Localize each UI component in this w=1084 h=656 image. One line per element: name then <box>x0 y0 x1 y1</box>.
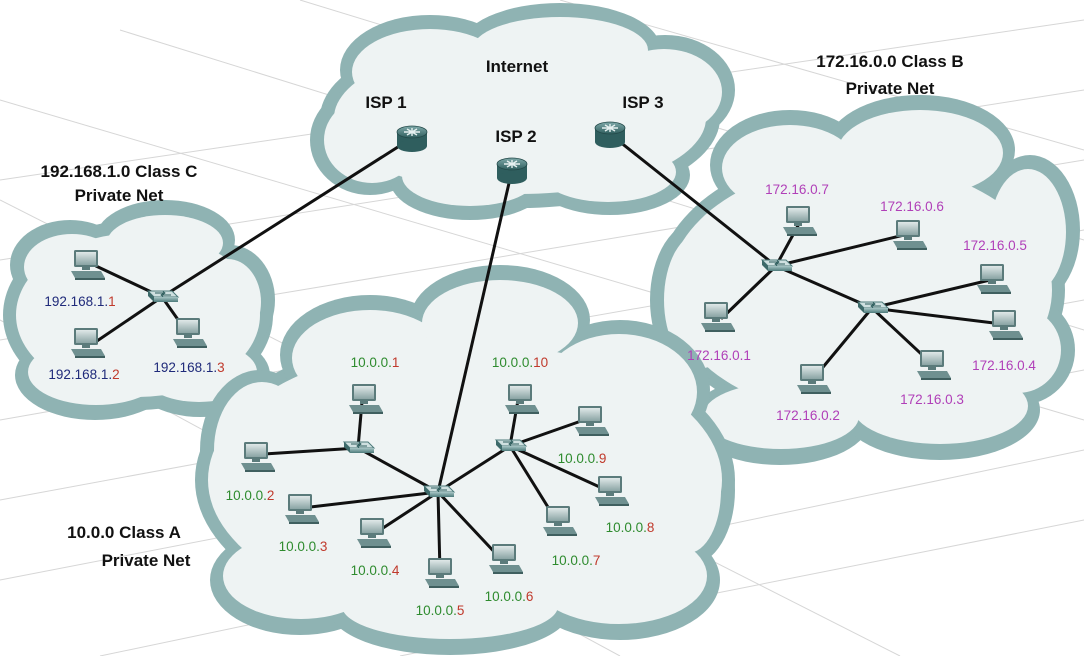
ip-label: 10.0.0.6 <box>485 589 534 604</box>
ip-label: 10.0.0.5 <box>416 603 465 618</box>
class-b-cloud <box>650 95 1080 465</box>
isp1-label: ISP 1 <box>365 93 406 112</box>
isp1-router-icon[interactable] <box>396 125 428 153</box>
ip-label: 10.0.0.9 <box>558 451 607 466</box>
ip-label: 172.16.0.7 <box>765 182 829 197</box>
isp2-router-icon[interactable] <box>496 157 528 185</box>
class-a-switch-center-icon[interactable] <box>423 485 455 498</box>
internet-label: Internet <box>486 57 549 76</box>
class-b-title-line2: Private Net <box>846 79 935 98</box>
ip-label: 10.0.0.10 <box>492 355 548 370</box>
ip-label: 172.16.0.4 <box>972 358 1036 373</box>
ip-label: 192.168.1.2 <box>48 367 119 382</box>
link-isp1-switchC <box>160 136 414 299</box>
class-a-switch-right-icon[interactable] <box>495 439 527 452</box>
ip-label: 10.0.0.1 <box>351 355 400 370</box>
ip-label: 192.168.1.1 <box>44 294 115 309</box>
ip-label: 172.16.0.5 <box>963 238 1027 253</box>
link-isp3-switchB1 <box>608 132 778 268</box>
ip-label: 10.0.0.2 <box>226 488 275 503</box>
class-c-title-line2: Private Net <box>75 186 164 205</box>
isp2-label: ISP 2 <box>495 127 536 146</box>
class-b-switch-left-icon[interactable] <box>761 259 793 272</box>
isp3-label: ISP 3 <box>622 93 663 112</box>
ip-label: 192.168.1.3 <box>153 360 224 375</box>
ip-label: 10.0.0.8 <box>606 520 655 535</box>
internet-cloud <box>310 3 735 220</box>
ip-label: 172.16.0.1 <box>687 348 751 363</box>
isp3-router-icon[interactable] <box>594 121 626 149</box>
link-isp2-switchA <box>436 168 514 494</box>
class-c-switch-icon[interactable] <box>147 290 179 303</box>
class-c-title-line1: 192.168.1.0 Class C <box>41 162 198 181</box>
ip-label: 10.0.0.4 <box>351 563 400 578</box>
class-b-switch-right-icon[interactable] <box>857 301 889 314</box>
ip-label: 10.0.0.3 <box>279 539 328 554</box>
ip-label: 10.0.0.7 <box>552 553 601 568</box>
ip-label: 172.16.0.6 <box>880 199 944 214</box>
class-a-switch-left-icon[interactable] <box>343 441 375 454</box>
ip-label: 172.16.0.3 <box>900 392 964 407</box>
ip-label: 172.16.0.2 <box>776 408 840 423</box>
class-a-title-line2: Private Net <box>102 551 191 570</box>
class-a-title-line1: 10.0.0 Class A <box>67 523 181 542</box>
class-b-title-line1: 172.16.0.0 Class B <box>816 52 963 71</box>
